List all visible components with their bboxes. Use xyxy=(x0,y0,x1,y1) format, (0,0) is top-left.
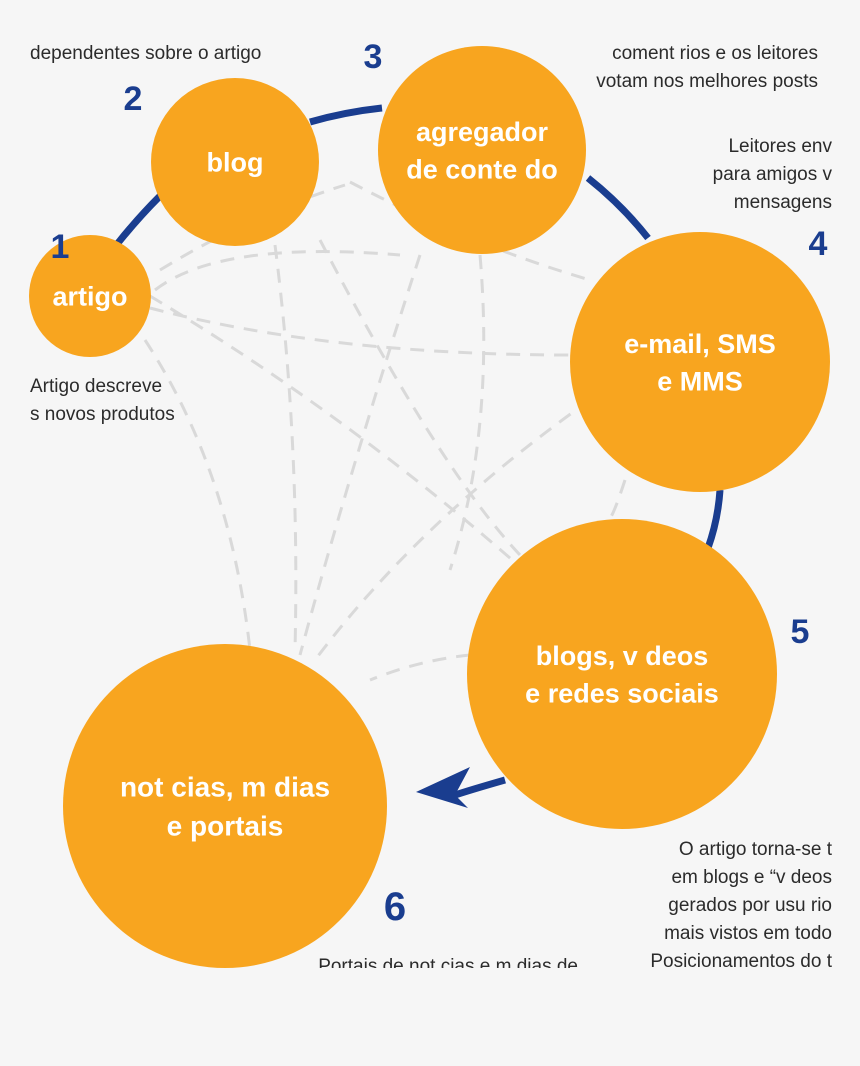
caption-line: votam nos melhores posts xyxy=(596,71,818,92)
caption-line: Artigo descreve xyxy=(30,376,162,397)
caption-line: Leitores env xyxy=(728,136,832,157)
caption-line: para amigos v xyxy=(713,164,833,185)
caption-top-left: dependentes sobre o artigo xyxy=(30,43,261,64)
node-layer: artigo blog agregador de conte do e-mail, SM… xyxy=(29,46,830,968)
caption-line: Posicionamentos do t xyxy=(650,951,832,972)
step-number: 4 xyxy=(809,225,828,263)
step-number: 6 xyxy=(384,885,406,929)
dashed-link xyxy=(318,239,522,557)
caption-line: em blogs e “v deos xyxy=(671,867,832,888)
node-blogs-videos: blogs, v deos e redes sociais xyxy=(467,519,777,829)
cycle-arc-segment xyxy=(115,193,163,246)
step-number: 1 xyxy=(51,228,70,266)
node-blog: blog xyxy=(151,78,319,246)
dashed-link xyxy=(273,244,298,651)
node-label: de conte do xyxy=(406,155,558,185)
dashed-link xyxy=(149,306,571,357)
node-label: e-mail, SMS xyxy=(624,329,776,359)
node-circle xyxy=(63,644,387,968)
caption-line: dependentes sobre o artigo xyxy=(30,43,261,64)
bottom-blank-area xyxy=(0,968,860,1066)
node-label: agregador xyxy=(416,117,549,147)
caption-line: s novos produtos xyxy=(30,404,175,425)
dashed-link xyxy=(607,479,627,522)
caption-left: Artigo descreve s novos produtos xyxy=(30,376,175,425)
step-number: 2 xyxy=(124,80,143,118)
node-label: not cias, m dias xyxy=(120,771,330,802)
step-number: 5 xyxy=(791,613,810,651)
dashed-link xyxy=(298,254,422,656)
cycle-arc-segment xyxy=(704,489,724,550)
caption-top-right: coment rios e os leitores votam nos melho… xyxy=(596,43,818,92)
node-circle xyxy=(378,46,586,254)
step-numbers: 1 2 3 4 5 6 xyxy=(51,38,828,929)
dashed-link xyxy=(154,250,401,292)
dashed-link xyxy=(313,398,591,661)
cycle-arrow xyxy=(115,104,724,808)
caption-line: mensagens xyxy=(734,192,832,213)
caption-line: O artigo torna-se t xyxy=(679,839,833,860)
node-noticias: not cias, m dias e portais xyxy=(63,644,387,968)
caption-line: gerados por usu rio xyxy=(668,895,832,916)
arrowhead-icon xyxy=(416,767,470,808)
node-label: e redes sociais xyxy=(525,679,719,709)
dashed-link xyxy=(369,653,471,682)
node-label: blog xyxy=(207,148,264,178)
caption-right: Leitores env para amigos v mensagens xyxy=(713,136,833,213)
caption-line: mais vistos em todo xyxy=(664,923,832,944)
node-label: e portais xyxy=(167,811,284,842)
cycle-arc-segment xyxy=(585,175,651,241)
node-label: e MMS xyxy=(657,367,743,397)
caption-line: coment rios e os leitores xyxy=(612,43,818,64)
node-label: artigo xyxy=(52,282,127,312)
node-circle xyxy=(29,235,151,357)
node-circle xyxy=(467,519,777,829)
step-number: 3 xyxy=(364,38,383,76)
node-label: blogs, v deos xyxy=(536,641,709,671)
node-circle xyxy=(151,78,319,246)
cycle-arc-segment xyxy=(450,776,506,800)
cycle-arc-segment xyxy=(309,104,383,126)
node-agregador: agregador de conte do xyxy=(378,46,586,254)
caption-bottom-right: O artigo torna-se t em blogs e “v deos ger… xyxy=(650,839,832,972)
node-circle xyxy=(570,232,830,492)
node-email: e-mail, SMS e MMS xyxy=(570,232,830,492)
node-artigo: artigo xyxy=(29,235,151,357)
